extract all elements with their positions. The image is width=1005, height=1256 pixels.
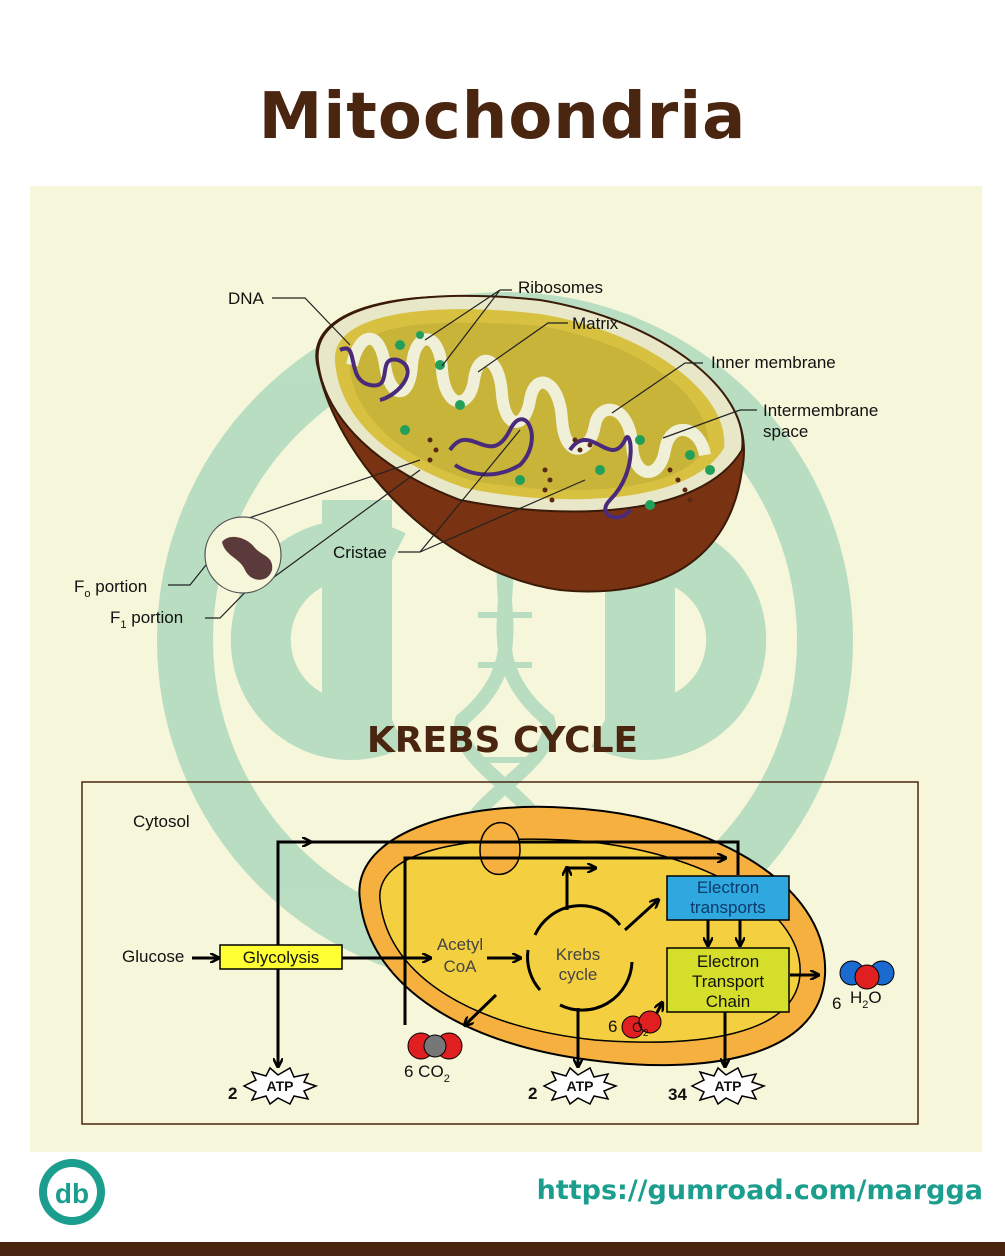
h2o-coefficient: 6: [832, 994, 841, 1013]
o2-subscript: 2: [643, 1028, 649, 1039]
ribosomes-label: Ribosomes: [518, 278, 603, 297]
atp-burst-3: [690, 1066, 767, 1106]
co2-label: 6 CO2: [404, 1062, 450, 1085]
electron-transport-chain-box: [666, 947, 790, 1013]
fo-rest: portion: [91, 577, 148, 596]
h2o-o: O: [868, 988, 881, 1007]
atp-burst-1: [242, 1066, 319, 1106]
glycolysis-label: Glycolysis: [243, 948, 320, 967]
cristae-label: Cristae: [333, 543, 387, 562]
glycolysis-box: [219, 944, 343, 970]
inner-membrane-label: Inner membrane: [711, 353, 836, 372]
cytosol-label: Cytosol: [133, 812, 190, 831]
atp-count-1: 2: [228, 1084, 237, 1103]
etc-label-line1: Electron: [697, 952, 759, 971]
o2-main: O: [632, 1019, 643, 1035]
h2o-subscript: 2: [862, 999, 868, 1011]
fo-portion-label: Fo portion: [74, 577, 147, 600]
electron-transports-label-line2: transports: [690, 898, 766, 917]
atp-count-2: 2: [528, 1084, 537, 1103]
bottom-bar: [0, 1242, 1005, 1256]
footer-logo-mark: db: [55, 1178, 89, 1209]
electron-transports-box: [666, 875, 790, 921]
co2-subscript: 2: [444, 1073, 450, 1085]
o2-label: O2: [632, 1019, 649, 1039]
etc-label-line2: Transport: [692, 972, 764, 991]
intermembrane-label-line1: Intermembrane: [763, 401, 878, 420]
matrix-label: Matrix: [572, 314, 619, 333]
atp-label-1: ATP: [267, 1078, 294, 1094]
mitochondrion-illustration: [315, 294, 745, 593]
co2-text: 6 CO: [404, 1062, 444, 1081]
atp-label-2: ATP: [567, 1078, 594, 1094]
etc-label-line3: Chain: [706, 992, 750, 1011]
co2-molecule: [407, 1032, 463, 1060]
page-title: Mitochondria: [258, 80, 747, 154]
footer-logo: db: [39, 1159, 105, 1225]
atp-count-3: 34: [668, 1085, 687, 1104]
krebs-panel-frame: [81, 781, 919, 1125]
krebs-cycle-title: KREBS CYCLE: [366, 720, 639, 761]
o2-coefficient: 6: [608, 1017, 617, 1036]
leader-lines: [168, 289, 757, 619]
f1-subscript: 1: [120, 619, 126, 631]
acetyl-coa-label-line1: Acetyl: [437, 935, 483, 954]
f1-rest: portion: [127, 608, 184, 627]
krebs-cycle-label-line2: cycle: [559, 965, 598, 984]
acetyl-coa-label-line2: CoA: [443, 957, 477, 976]
fo-subscript: o: [84, 588, 90, 600]
atp-label-3: ATP: [715, 1078, 742, 1094]
glucose-label: Glucose: [122, 947, 184, 966]
atp-synthase-inset: [204, 516, 282, 594]
electron-transports-label-line1: Electron: [697, 878, 759, 897]
krebs-cycle-label-line1: Krebs: [556, 945, 600, 964]
h2o-molecule: [839, 960, 895, 990]
gumroad-link[interactable]: https://gumroad.com/margga: [536, 1175, 983, 1206]
dna-label: DNA: [228, 289, 265, 308]
o2-molecule: [621, 1010, 662, 1039]
f1-portion-label: F1 portion: [110, 608, 183, 631]
fo-main: F: [74, 577, 84, 596]
intermembrane-label-line2: space: [763, 422, 808, 441]
f1-main: F: [110, 608, 120, 627]
h2o-h: H: [850, 988, 862, 1007]
atp-burst-2: [542, 1066, 619, 1106]
h2o-label: H2O: [850, 988, 882, 1011]
